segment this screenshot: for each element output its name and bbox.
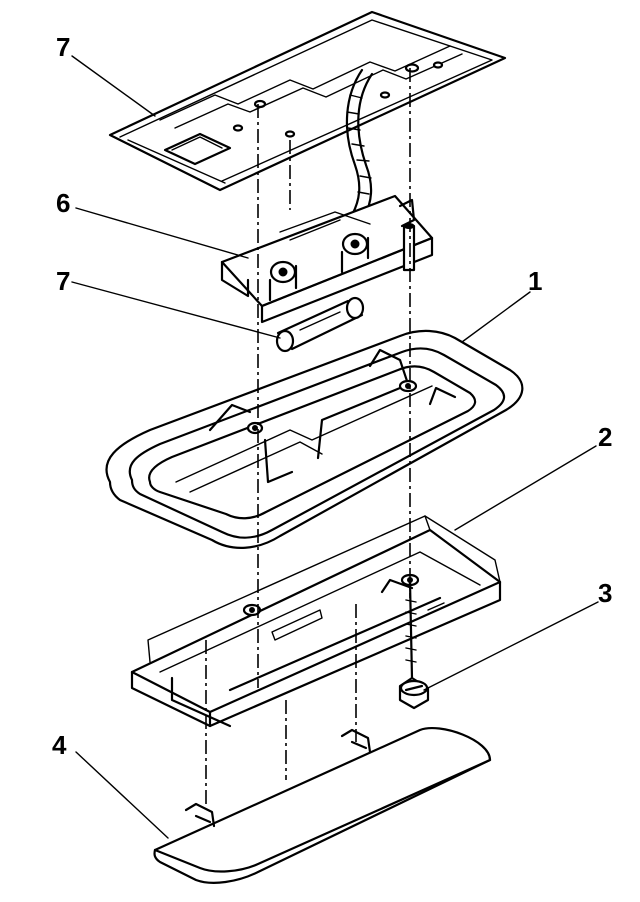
callout-3-screw: 3 (598, 578, 613, 608)
wire-harness (345, 68, 374, 219)
roof-mounting-plate (108, 10, 507, 192)
leader-lines (71, 55, 599, 839)
festoon-bulb (275, 296, 365, 353)
callout-7-roof-plate: 7 (56, 32, 71, 62)
callout-2-housing: 2 (598, 422, 613, 452)
callout-1-lens-bezel: 1 (528, 266, 543, 296)
assembly-lines (205, 68, 411, 808)
lens-cover (153, 727, 492, 884)
callout-7-bulb: 7 (56, 266, 71, 296)
lamp-housing (130, 515, 502, 728)
lens-bezel (105, 329, 524, 549)
mounting-screw (398, 580, 430, 710)
socket-bracket (220, 194, 434, 324)
callout-4-lens-cover: 4 (52, 730, 67, 760)
callout-6-bracket: 6 (56, 188, 71, 218)
